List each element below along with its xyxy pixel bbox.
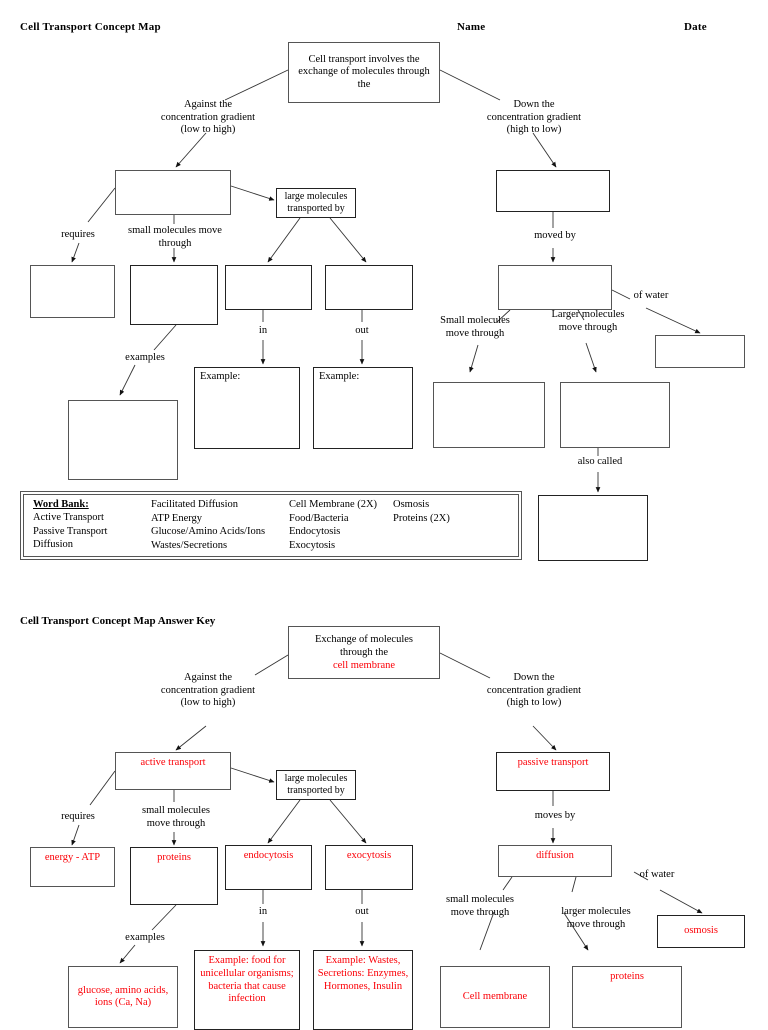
answer-key-larger-molecules-right-caption: larger molecules move through <box>561 906 631 930</box>
answer-key-active-transport-box: active transport <box>115 752 231 790</box>
worksheet-proteins-right-box[interactable] <box>560 382 670 448</box>
worksheet-moved-by-caption: moved by <box>534 230 576 241</box>
word-bank-title: Word Bank: <box>33 499 89 510</box>
word-bank-column-2: Facilitated Diffusion ATP Energy Glucose… <box>151 499 266 551</box>
answer-key-passive-transport-box: passive transport <box>496 752 610 791</box>
worksheet-left-branch-caption: Against the concentration gradient (low … <box>160 99 256 136</box>
word-bank: Word Bank: Active Transport Passive Tran… <box>20 491 522 560</box>
worksheet-requires-caption: requires <box>61 229 95 240</box>
worksheet-energy-box[interactable] <box>30 265 115 318</box>
answer-key-energy-box: energy - ATP <box>30 847 115 887</box>
answer-key-root-black-text: Exchange of molecules through the <box>315 633 413 658</box>
answer-key-small-molecules-right-caption: small molecules move through <box>446 894 514 918</box>
word-bank-column-4: Osmosis Proteins (2X) <box>393 499 450 524</box>
worksheet-right-branch-caption: Down the concentration gradient (high to… <box>486 99 582 136</box>
word-bank-column-3: Cell Membrane (2X) Food/Bacteria Endocyt… <box>289 499 378 551</box>
worksheet-example-out-box[interactable]: Example: <box>313 367 413 449</box>
answer-key-requires-caption: requires <box>61 811 95 822</box>
worksheet-passive-transport-box[interactable] <box>496 170 610 212</box>
answer-key-proteins-box: proteins <box>130 847 218 905</box>
name-label: Name <box>457 21 486 33</box>
worksheet-larger-molecules-right-caption: Larger molecules move through <box>551 309 625 333</box>
answer-key-out-caption: out <box>355 906 369 917</box>
worksheet-large-molecules-box: large molecules transported by <box>276 188 356 218</box>
worksheet-proteins-box[interactable] <box>130 265 218 325</box>
answer-key-diffusion-box: diffusion <box>498 845 612 877</box>
answer-key-right-branch-caption: Down the concentration gradient (high to… <box>486 672 582 709</box>
answer-key-large-molecules-box: large molecules transported by <box>276 770 356 800</box>
worksheet-example-in-box[interactable]: Example: <box>194 367 300 449</box>
word-bank-column-1: Active Transport Passive Transport Diffu… <box>33 512 108 551</box>
answer-key-exocytosis-box: exocytosis <box>325 845 413 890</box>
worksheet-cell-membrane-box[interactable] <box>433 382 545 448</box>
answer-key-cell-membrane-box: Cell membrane <box>440 966 550 1028</box>
worksheet-root-box: Cell transport involves the exchange of … <box>288 42 440 103</box>
answer-key-endocytosis-box: endocytosis <box>225 845 312 890</box>
worksheet-in-caption: in <box>258 325 268 336</box>
answer-key-left-branch-caption: Against the concentration gradient (low … <box>160 672 256 709</box>
answer-key-example-in-box: Example: food for unicellular organisms;… <box>194 950 300 1030</box>
answer-key-example-out-box: Example: Wastes, Secretions: Enzymes, Ho… <box>313 950 413 1030</box>
worksheet-diffusion-box[interactable] <box>498 265 612 310</box>
answer-key-moves-by-caption: moves by <box>534 810 576 821</box>
worksheet-also-called-caption: also called <box>577 456 623 467</box>
date-label: Date <box>684 21 707 33</box>
answer-key-of-water-caption: of water <box>639 869 675 880</box>
worksheet-endocytosis-box[interactable] <box>225 265 312 310</box>
worksheet-of-water-caption: of water <box>633 290 669 301</box>
page-title: Cell Transport Concept Map <box>20 21 161 33</box>
worksheet-small-molecules-caption: small molecules move through <box>128 225 222 249</box>
answer-key-osmosis-box: osmosis <box>657 915 745 948</box>
worksheet-small-molecules-right-caption: Small molecules move through <box>440 315 510 339</box>
answer-key-examples-caption: examples <box>125 932 165 943</box>
worksheet-glucose-box[interactable] <box>68 400 178 480</box>
worksheet-examples-caption: examples <box>125 352 165 363</box>
worksheet-exocytosis-box[interactable] <box>325 265 413 310</box>
worksheet-osmosis-box[interactable] <box>655 335 745 368</box>
answer-key-title: Cell Transport Concept Map Answer Key <box>20 615 216 627</box>
worksheet-facilitated-diffusion-box[interactable] <box>538 495 648 561</box>
answer-key-small-molecules-caption: small molecules move through <box>142 805 210 829</box>
word-bank-inner-border <box>23 494 519 557</box>
answer-key-root-box: Exchange of molecules through the cell m… <box>288 626 440 679</box>
answer-key-root-red-text: cell membrane <box>332 660 396 672</box>
answer-key-glucose-box: glucose, amino acids, ions (Ca, Na) <box>68 966 178 1028</box>
worksheet-active-transport-box[interactable] <box>115 170 231 215</box>
worksheet-out-caption: out <box>355 325 369 336</box>
answer-key-in-caption: in <box>258 906 268 917</box>
answer-key-proteins-right-box: proteins <box>572 966 682 1028</box>
